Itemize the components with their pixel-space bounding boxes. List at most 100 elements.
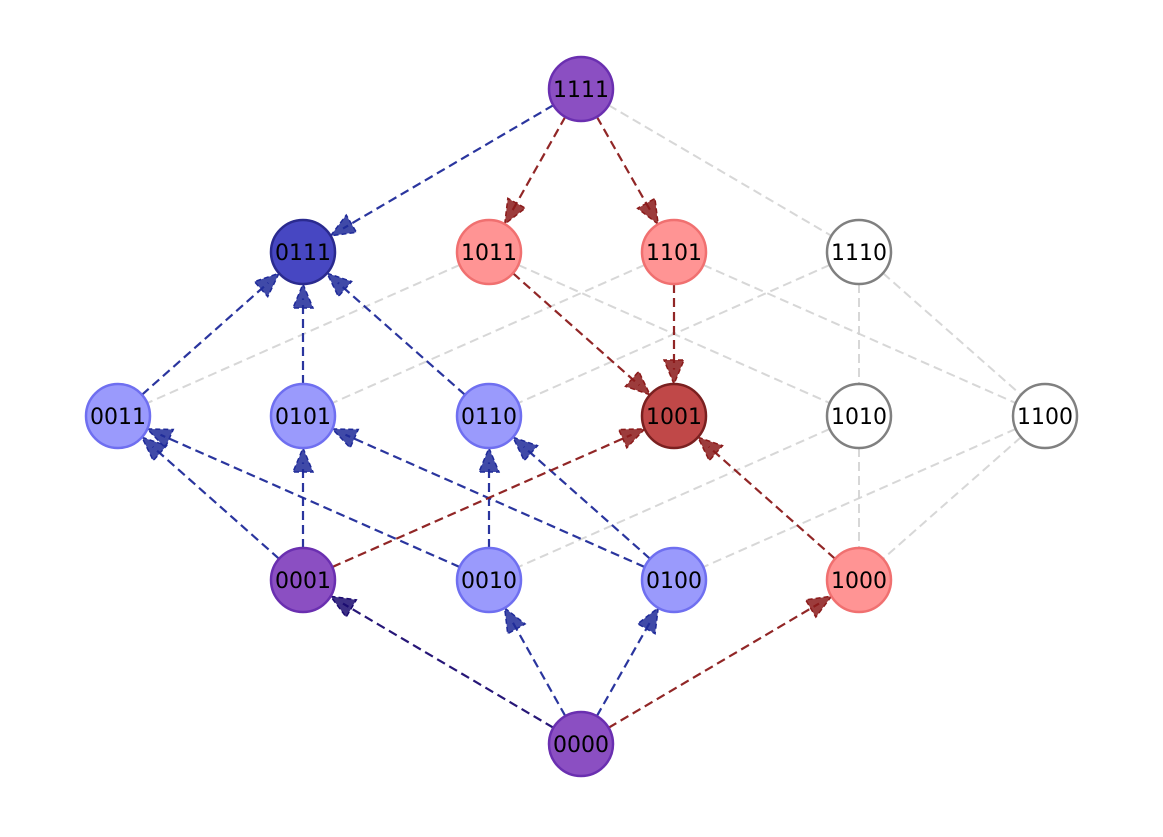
arrowhead [617, 428, 647, 450]
edge-0110-to-0111 [325, 271, 466, 396]
edge-1111-to-1110 [608, 104, 832, 237]
node-0011: 0011 [84, 382, 152, 450]
edge-1111-to-0111 [328, 104, 554, 237]
node-circle [1011, 382, 1079, 450]
node-label: 1110 [831, 241, 887, 266]
edge-line [522, 445, 651, 560]
node-0001: 0001 [269, 546, 337, 614]
edge-0000-to-1000 [608, 595, 834, 729]
edge-line [159, 433, 461, 569]
edge-0001-to-0101 [291, 446, 315, 548]
arrowhead [636, 197, 660, 226]
edge-1111-to-1011 [503, 116, 567, 226]
edge-0011-to-0111 [141, 271, 281, 396]
arrowhead [624, 370, 652, 397]
arrowhead [477, 446, 501, 473]
node-circle [825, 218, 893, 286]
node-1101: 1101 [640, 218, 708, 286]
node-circle [269, 382, 337, 450]
arrowhead [503, 606, 527, 635]
edge-0000-to-0001 [328, 595, 554, 729]
node-label: 0010 [461, 569, 517, 594]
edge-0000-to-0010 [503, 606, 567, 717]
edge-line [141, 281, 270, 396]
edge-1100-to-1000 [882, 436, 1022, 560]
node-1110: 1110 [825, 218, 893, 286]
node-0100: 0100 [640, 546, 708, 614]
edge-line [882, 272, 1022, 396]
node-0000: 0000 [547, 710, 615, 778]
node-label: 1010 [831, 405, 887, 430]
edge-0100-to-0101 [330, 428, 646, 569]
arrowhead [636, 606, 660, 635]
edge-1011-to-1001 [512, 272, 652, 397]
arrowhead [253, 271, 281, 298]
node-circle [640, 218, 708, 286]
edge-line [344, 433, 646, 569]
node-label: 0110 [461, 405, 517, 430]
edge-line [510, 619, 567, 717]
edge-line [702, 428, 1017, 568]
node-circle [547, 55, 615, 123]
edge-line [707, 445, 836, 560]
node-circle [455, 218, 523, 286]
node-label: 1000 [831, 569, 887, 594]
node-label: 0000 [553, 733, 609, 758]
edge-1110-to-1100 [882, 272, 1022, 396]
node-circle [640, 382, 708, 450]
node-0110: 0110 [455, 382, 523, 450]
arrowhead [511, 435, 539, 462]
edge-1101-to-1001 [662, 284, 686, 386]
edge-line [608, 602, 820, 729]
edge-1010-to-0010 [517, 428, 831, 568]
edge-line [882, 436, 1022, 560]
node-label: 1001 [646, 405, 702, 430]
edge-line [151, 445, 280, 560]
node-1011: 1011 [455, 218, 523, 286]
arrowhead [145, 428, 175, 450]
node-label: 0100 [646, 569, 702, 594]
edges-layer [140, 104, 1022, 729]
edge-0001-to-0011 [140, 435, 280, 560]
node-circle [84, 382, 152, 450]
edge-line [342, 104, 554, 230]
arrowhead [503, 197, 527, 226]
edge-1101-to-0101 [331, 264, 646, 404]
edge-1111-to-1101 [595, 116, 660, 226]
node-circle [547, 710, 615, 778]
node-label: 0111 [275, 241, 331, 266]
node-0111: 0111 [269, 218, 337, 286]
edge-line [517, 428, 831, 568]
node-1000: 1000 [825, 546, 893, 614]
node-1010: 1010 [825, 382, 893, 450]
node-1001: 1001 [640, 382, 708, 450]
arrowhead [330, 428, 360, 450]
arrowhead [328, 595, 358, 619]
edge-1000-to-1001 [696, 435, 836, 560]
node-label: 1101 [646, 241, 702, 266]
edge-0010-to-0110 [477, 446, 501, 548]
edge-0010-to-0011 [145, 428, 461, 569]
node-circle [825, 382, 893, 450]
edge-line [595, 116, 652, 213]
node-circle [640, 546, 708, 614]
arrowhead [325, 271, 353, 298]
arrowhead [328, 213, 358, 237]
arrowhead [291, 446, 315, 473]
edge-0100-to-0110 [511, 435, 651, 560]
edge-line [608, 104, 832, 237]
edge-0001-to-1001 [331, 428, 647, 569]
node-label: 1011 [461, 241, 517, 266]
edge-line [595, 619, 653, 717]
node-circle [825, 546, 893, 614]
arrowhead [291, 282, 315, 309]
node-circle [455, 546, 523, 614]
node-0101: 0101 [269, 382, 337, 450]
node-circle [269, 218, 337, 286]
node-label: 1100 [1017, 405, 1073, 430]
node-label: 0101 [275, 405, 331, 430]
node-label: 0001 [275, 569, 331, 594]
arrowhead [696, 435, 724, 462]
